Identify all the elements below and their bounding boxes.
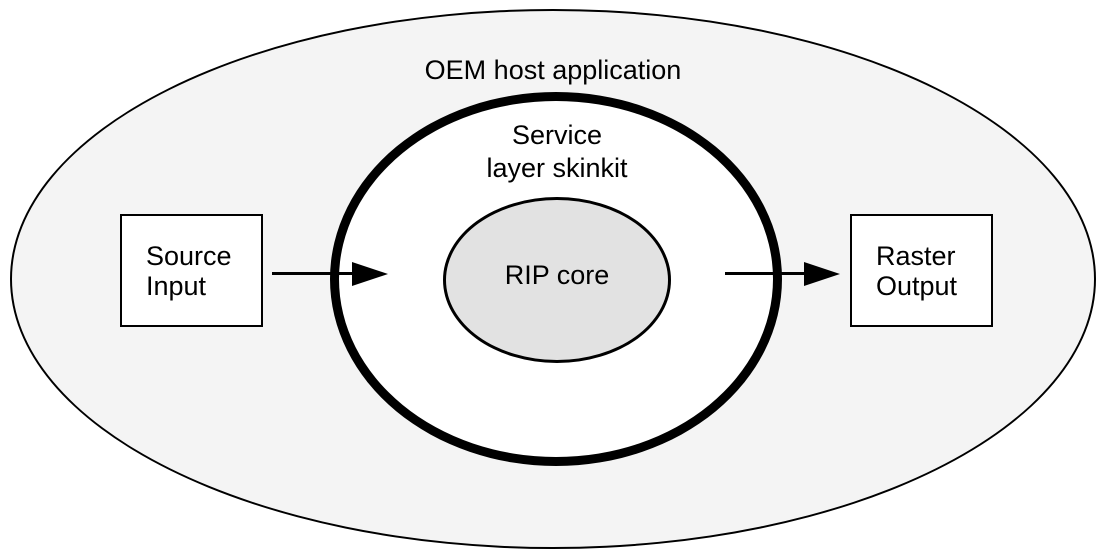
service-layer-label: Service layer skinkit bbox=[407, 119, 707, 185]
raster-output-box: Raster Output bbox=[850, 214, 993, 327]
raster-output-label-line2: Output bbox=[876, 270, 958, 301]
arrow-source-to-service-head-icon bbox=[352, 261, 388, 286]
source-input-label-line1: Source bbox=[146, 240, 232, 271]
rip-core-ellipse bbox=[443, 197, 671, 363]
raster-output-label-line1: Raster bbox=[876, 240, 956, 271]
source-input-label-line2: Input bbox=[146, 270, 207, 301]
arrow-service-to-raster-head-icon bbox=[804, 261, 840, 286]
service-layer-label-line1: Service bbox=[511, 120, 603, 150]
source-input-box: Source Input bbox=[120, 214, 263, 327]
rip-core-label: RIP core bbox=[504, 260, 610, 290]
arrow-service-to-raster-line bbox=[725, 272, 807, 275]
oem-host-application-label: OEM host application bbox=[424, 55, 682, 85]
service-layer-label-line2: layer skinkit bbox=[486, 153, 628, 183]
arrow-source-to-service-line bbox=[272, 272, 356, 275]
